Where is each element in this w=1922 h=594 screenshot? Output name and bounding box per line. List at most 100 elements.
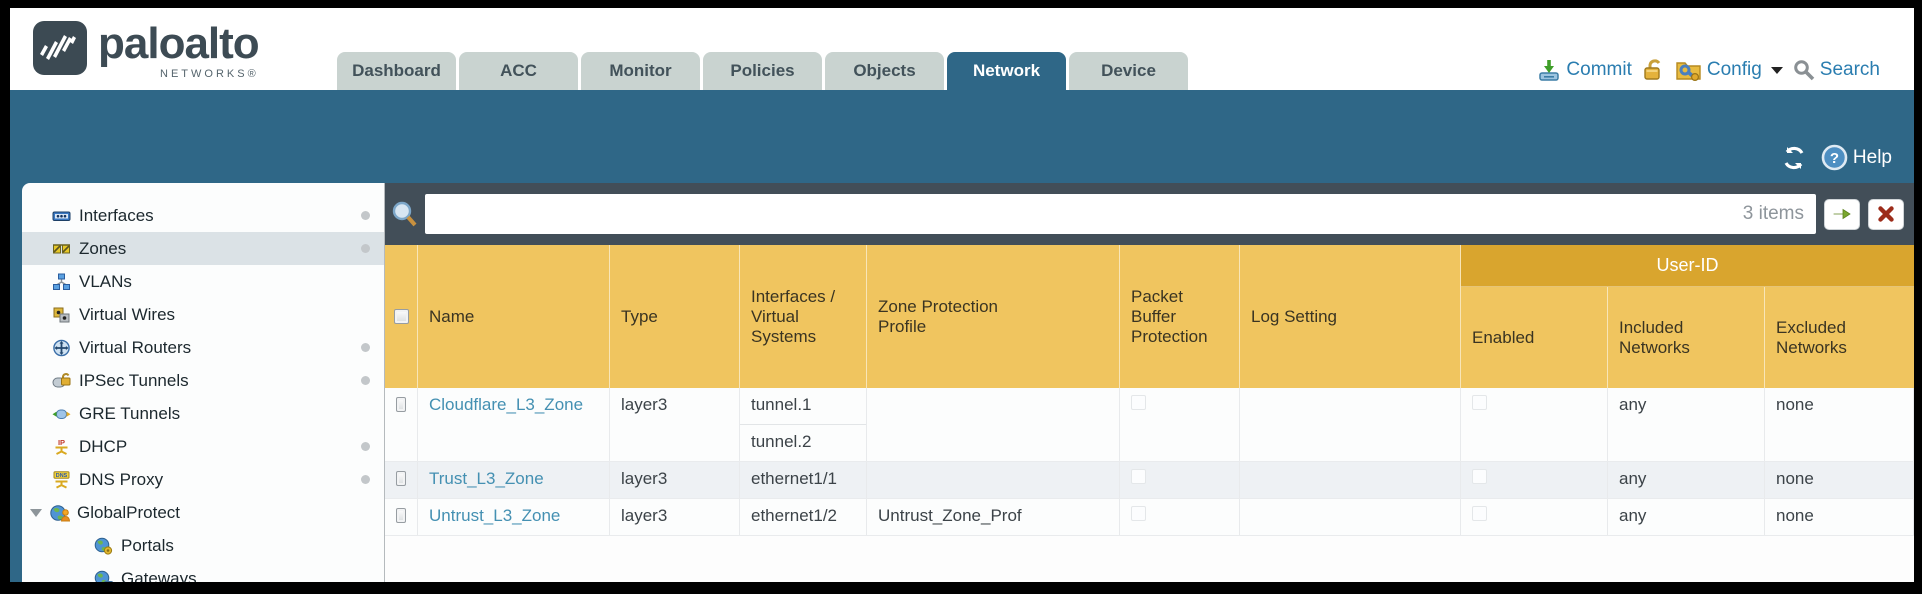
- sidebar-item-virtual-wires[interactable]: Virtual Wires: [22, 298, 384, 331]
- zones-table: Name Type Interfaces / Virtual Systems Z…: [385, 245, 1914, 582]
- sidebar-item-label: DHCP: [79, 436, 128, 456]
- column-header-log-setting[interactable]: Log Setting: [1240, 245, 1461, 388]
- globalprotect-icon: [50, 504, 70, 522]
- enabled-checkbox[interactable]: [1472, 395, 1487, 410]
- sidebar-item-dhcp[interactable]: IP DHCP: [22, 430, 384, 463]
- interface-entry: tunnel.2: [751, 431, 812, 451]
- column-header-type[interactable]: Type: [610, 245, 740, 388]
- zone-name-cell: Cloudflare_L3_Zone: [418, 388, 610, 461]
- included-networks-cell: any: [1608, 388, 1765, 461]
- tab-acc[interactable]: ACC: [459, 52, 578, 90]
- zone-name-link[interactable]: Trust_L3_Zone: [429, 469, 544, 488]
- paloalto-logo-icon: [33, 21, 87, 75]
- excluded-networks-cell: none: [1765, 462, 1914, 498]
- packet-buffer-cell: [1120, 388, 1240, 461]
- row-checkbox[interactable]: [396, 471, 406, 486]
- zone-type-cell: layer3: [610, 499, 740, 535]
- app-window: paloalto NETWORKS® Dashboard ACC Monitor…: [10, 8, 1914, 582]
- packet-buffer-checkbox[interactable]: [1131, 395, 1146, 410]
- main-nav-tabs: Dashboard ACC Monitor Policies Objects N…: [337, 52, 1188, 90]
- clear-filter-button[interactable]: [1868, 198, 1904, 230]
- commit-button[interactable]: Commit: [1537, 58, 1632, 82]
- tab-objects[interactable]: Objects: [825, 52, 944, 90]
- lock-icon[interactable]: [1642, 58, 1665, 82]
- apply-filter-button[interactable]: [1824, 198, 1860, 230]
- select-all-checkbox[interactable]: [393, 309, 409, 324]
- zone-type-cell: layer3: [610, 462, 740, 498]
- enabled-checkbox[interactable]: [1472, 469, 1487, 484]
- main-panel: 3 items: [385, 183, 1914, 582]
- column-header-enabled[interactable]: Enabled: [1461, 287, 1608, 388]
- tab-network[interactable]: Network: [947, 52, 1066, 90]
- column-header-excluded-networks[interactable]: Excluded Networks: [1776, 317, 1847, 357]
- sidebar-item-label: GlobalProtect: [77, 502, 180, 522]
- sidebar-item-label: IPSec Tunnels: [79, 370, 189, 390]
- filter-input[interactable]: [437, 203, 1743, 225]
- collapse-triangle-icon[interactable]: [30, 508, 42, 517]
- vlans-icon: [52, 273, 72, 291]
- zone-name-link[interactable]: Untrust_L3_Zone: [429, 506, 561, 525]
- dns-proxy-icon: DNS: [52, 470, 72, 489]
- tab-device[interactable]: Device: [1069, 52, 1188, 90]
- paloalto-logo: paloalto NETWORKS®: [32, 20, 260, 80]
- search-button[interactable]: Search: [1793, 59, 1880, 81]
- svg-text:?: ?: [1830, 150, 1839, 167]
- tab-policies[interactable]: Policies: [703, 52, 822, 90]
- filter-bar: 3 items: [385, 183, 1914, 245]
- zone-interfaces-cell: ethernet1/2: [740, 499, 867, 535]
- interface-entry: tunnel.1: [740, 388, 866, 425]
- table-row[interactable]: Trust_L3_Zone layer3 ethernet1/1 any non…: [385, 462, 1914, 499]
- column-header-interfaces[interactable]: Interfaces / Virtual Systems: [740, 245, 867, 388]
- sidebar-item-zones[interactable]: Zones: [22, 232, 384, 265]
- sidebar-item-gateways[interactable]: Gateways: [22, 562, 384, 582]
- log-setting-cell: [1240, 388, 1461, 461]
- column-header-zone-protection[interactable]: Zone Protection Profile: [867, 245, 1120, 388]
- config-icon: [1676, 62, 1701, 82]
- search-icon: [1793, 60, 1815, 81]
- portals-icon: [94, 537, 114, 555]
- included-networks-cell: any: [1608, 462, 1765, 498]
- packet-buffer-checkbox[interactable]: [1131, 506, 1146, 521]
- packet-buffer-checkbox[interactable]: [1131, 469, 1146, 484]
- sidebar-item-virtual-routers[interactable]: Virtual Routers: [22, 331, 384, 364]
- ipsec-tunnels-icon: [52, 372, 72, 390]
- user-id-enabled-cell: [1461, 462, 1608, 498]
- network-sidebar: Interfaces Zones VLANs Vir: [22, 183, 385, 582]
- table-row[interactable]: Cloudflare_L3_Zone layer3 tunnel.1 tunne…: [385, 388, 1914, 462]
- config-menu-button[interactable]: Config: [1675, 58, 1783, 82]
- sidebar-item-vlans[interactable]: VLANs: [22, 265, 384, 298]
- row-checkbox[interactable]: [396, 508, 406, 523]
- sidebar-item-globalprotect[interactable]: GlobalProtect: [22, 496, 384, 529]
- status-dot: [361, 475, 370, 484]
- status-dot: [361, 343, 370, 352]
- gre-tunnels-icon: [52, 405, 72, 423]
- sidebar-item-label: Zones: [79, 238, 127, 258]
- row-checkbox[interactable]: [396, 397, 406, 412]
- column-header-name[interactable]: Name: [418, 245, 610, 388]
- help-button[interactable]: ? Help: [1821, 144, 1892, 171]
- refresh-icon[interactable]: [1781, 145, 1807, 171]
- sidebar-item-dns-proxy[interactable]: DNS DNS Proxy: [22, 463, 384, 496]
- zone-name-cell: Trust_L3_Zone: [418, 462, 610, 498]
- svg-text:IP: IP: [58, 438, 65, 447]
- log-setting-cell: [1240, 462, 1461, 498]
- teal-band: ? Help: [10, 90, 1914, 183]
- brand-subtitle: NETWORKS®: [160, 68, 259, 80]
- column-header-packet-buffer[interactable]: Packet Buffer Protection: [1120, 245, 1240, 388]
- sidebar-item-ipsec-tunnels[interactable]: IPSec Tunnels: [22, 364, 384, 397]
- table-row[interactable]: Untrust_L3_Zone layer3 ethernet1/2 Untru…: [385, 499, 1914, 536]
- zone-name-link[interactable]: Cloudflare_L3_Zone: [429, 395, 584, 414]
- tab-monitor[interactable]: Monitor: [581, 52, 700, 90]
- column-header-included-networks[interactable]: Included Networks: [1608, 287, 1765, 388]
- excluded-networks-cell: none: [1765, 499, 1914, 535]
- virtual-routers-icon: [52, 339, 72, 357]
- tab-dashboard[interactable]: Dashboard: [337, 52, 456, 90]
- sidebar-item-interfaces[interactable]: Interfaces: [22, 199, 384, 232]
- enabled-checkbox[interactable]: [1472, 506, 1487, 521]
- sidebar-item-gre-tunnels[interactable]: GRE Tunnels: [22, 397, 384, 430]
- item-count: 3 items: [1742, 203, 1804, 224]
- zone-interfaces-cell: tunnel.1 tunnel.2: [740, 388, 867, 461]
- top-header: paloalto NETWORKS® Dashboard ACC Monitor…: [10, 8, 1914, 90]
- sidebar-item-portals[interactable]: Portals: [22, 529, 384, 562]
- help-label: Help: [1852, 146, 1892, 168]
